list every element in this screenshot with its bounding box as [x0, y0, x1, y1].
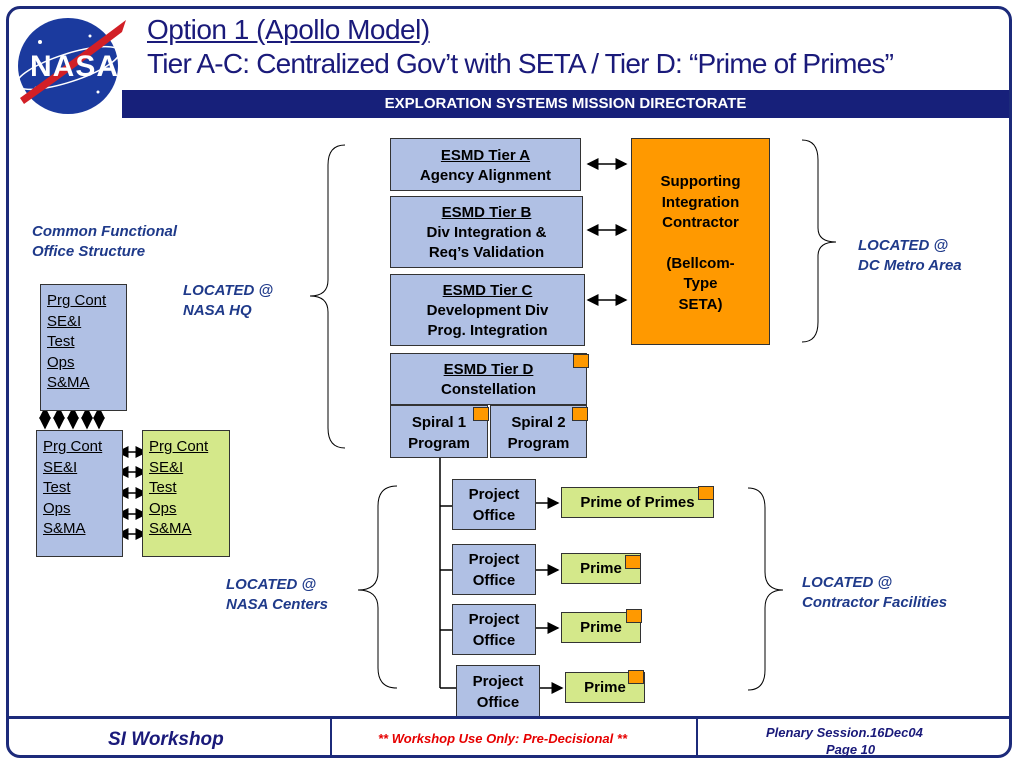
located-dc-line1: LOCATED @: [858, 237, 949, 254]
contractor-line1: Supporting: [660, 173, 741, 190]
tier-c-box: ESMD Tier C Development Div Prog. Integr…: [390, 274, 585, 346]
nasa-logo-text: NASA: [30, 50, 120, 83]
project-office-line1: Project: [468, 551, 520, 568]
list-item: Test: [47, 333, 75, 350]
project-office-box: Project Office: [452, 604, 536, 655]
footer-page: Page 10: [826, 742, 876, 757]
located-hq-line1: LOCATED @: [183, 282, 274, 299]
located-centers-line2: NASA Centers: [226, 596, 328, 613]
prime-label: Prime: [584, 679, 626, 696]
list-item: Prg Cont: [47, 292, 107, 309]
tier-d-box: ESMD Tier D Constellation: [390, 353, 587, 405]
tier-b-subtitle-2: Req’s Validation: [428, 244, 545, 261]
footer-divider: [330, 716, 332, 758]
common-functional-line2: Office Structure: [32, 243, 146, 260]
located-contractor-note: LOCATED @ Contractor Facilities: [802, 573, 947, 613]
located-hq-note: LOCATED @ NASA HQ: [183, 281, 273, 321]
prime-label: Prime: [580, 560, 622, 577]
list-item: SE&I: [149, 458, 184, 476]
list-item: S&MA: [43, 520, 86, 537]
orange-marker-icon: [473, 407, 489, 421]
footer-predecisional: ** Workshop Use Only: Pre-Decisional **: [378, 731, 627, 746]
footer-session: Plenary Session.16Dec04: [766, 725, 923, 740]
list-item: SE&I: [47, 312, 82, 330]
contractor-line6: SETA): [678, 295, 723, 313]
list-item: Ops: [47, 353, 75, 371]
project-office-line2: Office: [472, 506, 516, 524]
list-item: SE&I: [43, 458, 78, 476]
functional-list-top: Prg Cont SE&I Test Ops S&MA: [40, 284, 127, 411]
orange-marker-icon: [628, 670, 644, 684]
functional-list-bottom: Prg Cont SE&I Test Ops S&MA: [36, 430, 123, 557]
tier-b-box: ESMD Tier B Div Integration & Req’s Vali…: [390, 196, 583, 268]
located-centers-note: LOCATED @ NASA Centers: [226, 575, 328, 615]
tier-c-subtitle-1: Development Div: [426, 302, 549, 319]
list-item: Ops: [149, 499, 177, 517]
located-contractor-line2: Contractor Facilities: [802, 594, 948, 611]
integration-contractor-box: Supporting Integration Contractor (Bellc…: [631, 138, 770, 345]
nasa-logo: NASA: [10, 12, 130, 116]
prime-label: Prime: [580, 619, 622, 636]
tier-c-subtitle-2: Prog. Integration: [427, 322, 548, 339]
slide-title-line1: Option 1 (Apollo Model): [147, 14, 430, 45]
spiral-1-line1: Spiral 1: [411, 414, 467, 431]
tier-a-title: ESMD Tier A: [440, 147, 531, 164]
located-contractor-line1: LOCATED @: [802, 574, 893, 591]
tier-b-title: ESMD Tier B: [441, 204, 532, 221]
spiral-1-box: Spiral 1 Program: [390, 405, 488, 458]
contractor-line2: Integration: [661, 193, 740, 211]
tier-d-title: ESMD Tier D: [443, 361, 534, 378]
located-dc-line2: DC Metro Area: [858, 257, 962, 274]
tier-a-box: ESMD Tier A Agency Alignment: [390, 138, 581, 191]
footer-workshop-label: SI Workshop: [108, 729, 224, 750]
list-item: S&MA: [149, 520, 192, 537]
project-office-line1: Project: [468, 611, 520, 628]
tier-a-subtitle: Agency Alignment: [419, 167, 552, 184]
project-office-box: Project Office: [452, 479, 536, 530]
orange-marker-icon: [573, 354, 589, 368]
prime-of-primes-label: Prime of Primes: [580, 494, 695, 511]
project-office-box: Project Office: [456, 665, 540, 718]
footer-bar: [9, 716, 1009, 761]
common-functional-label: Common Functional Office Structure: [32, 222, 177, 262]
tier-b-subtitle-1: Div Integration &: [426, 224, 547, 241]
common-functional-line1: Common Functional: [32, 223, 177, 240]
contractor-line3: Contractor: [662, 214, 739, 231]
tier-c-title: ESMD Tier C: [442, 282, 533, 299]
list-item: Prg Cont: [149, 438, 209, 455]
spiral-2-line1: Spiral 2: [511, 414, 566, 431]
directorate-banner: EXPLORATION SYSTEMS MISSION DIRECTORATE: [122, 90, 1009, 118]
located-hq-line2: NASA HQ: [183, 302, 252, 319]
list-item: Test: [43, 479, 71, 496]
prime-of-primes-box: Prime of Primes: [561, 487, 714, 518]
located-dc-note: LOCATED @ DC Metro Area: [858, 236, 962, 276]
spiral-1-line2: Program: [408, 435, 470, 452]
functional-list-green: Prg Cont SE&I Test Ops S&MA: [142, 430, 230, 557]
contractor-line4: (Bellcom-: [666, 254, 735, 272]
slide-title-line2: Tier A-C: Centralized Gov’t with SETA / …: [147, 48, 894, 79]
slide-frame: [6, 6, 1012, 758]
list-item: Test: [149, 479, 177, 496]
located-centers-line1: LOCATED @: [226, 576, 317, 593]
project-office-box: Project Office: [452, 544, 536, 595]
list-item: Prg Cont: [43, 438, 103, 455]
list-item: Ops: [43, 499, 71, 517]
orange-marker-icon: [572, 407, 588, 421]
contractor-line5: Type: [683, 275, 718, 292]
tier-d-subtitle: Constellation: [440, 381, 536, 398]
project-office-line1: Project: [468, 486, 520, 503]
list-item: S&MA: [47, 374, 90, 391]
project-office-line2: Office: [472, 571, 516, 589]
orange-marker-icon: [625, 555, 641, 569]
project-office-line2: Office: [476, 693, 520, 711]
spiral-2-line2: Program: [507, 435, 570, 452]
orange-marker-icon: [626, 609, 642, 623]
spiral-2-box: Spiral 2 Program: [490, 405, 587, 458]
orange-marker-icon: [698, 486, 714, 500]
project-office-line2: Office: [472, 631, 516, 649]
project-office-line1: Project: [472, 673, 524, 690]
footer-divider: [696, 716, 698, 758]
